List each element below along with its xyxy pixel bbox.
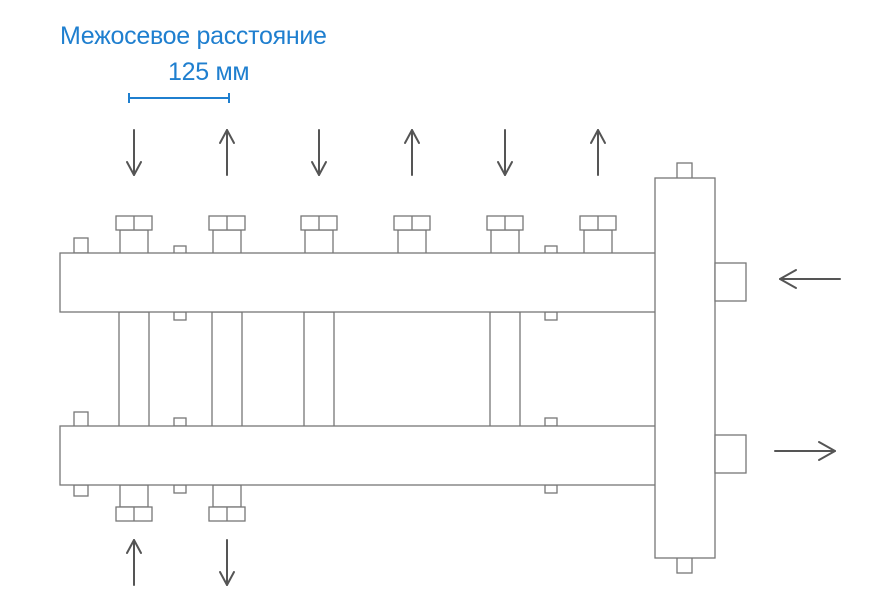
upper-outlet [393, 215, 431, 255]
arrow-down-icon [219, 539, 235, 586]
arrow-up-icon [219, 129, 235, 176]
arrow-up-icon [590, 129, 606, 176]
upper-outlet [115, 215, 153, 255]
arrow-left-icon [779, 269, 841, 289]
upper-outlet [579, 215, 617, 255]
arrow-up-icon [404, 129, 420, 176]
arrow-down-icon [126, 129, 142, 176]
hydraulic-separator [654, 177, 716, 559]
supply-inlet-pipe [714, 262, 747, 302]
center-distance-title: Межосевое расстояние [60, 22, 327, 50]
upper-outlet [208, 215, 246, 255]
connecting-tubes [118, 311, 521, 428]
flow-arrows [126, 129, 841, 586]
lower-outlets [115, 484, 246, 522]
upper-header [59, 252, 661, 313]
dimension-line [128, 93, 230, 103]
center-distance-value: 125 мм [168, 58, 250, 86]
upper-outlets [115, 215, 617, 255]
lower-outlet [115, 484, 153, 522]
arrow-right-icon [774, 441, 836, 461]
separator-top-cap [676, 162, 693, 180]
lower-header [59, 425, 661, 486]
arrow-down-icon [497, 129, 513, 176]
separator-bottom-cap [676, 556, 693, 574]
upper-outlet [300, 215, 338, 255]
arrow-up-icon [126, 539, 142, 586]
return-outlet-pipe [714, 434, 747, 474]
arrow-down-icon [311, 129, 327, 176]
manifold-structure [59, 162, 747, 574]
upper-outlet [486, 215, 524, 255]
lower-outlet [208, 484, 246, 522]
